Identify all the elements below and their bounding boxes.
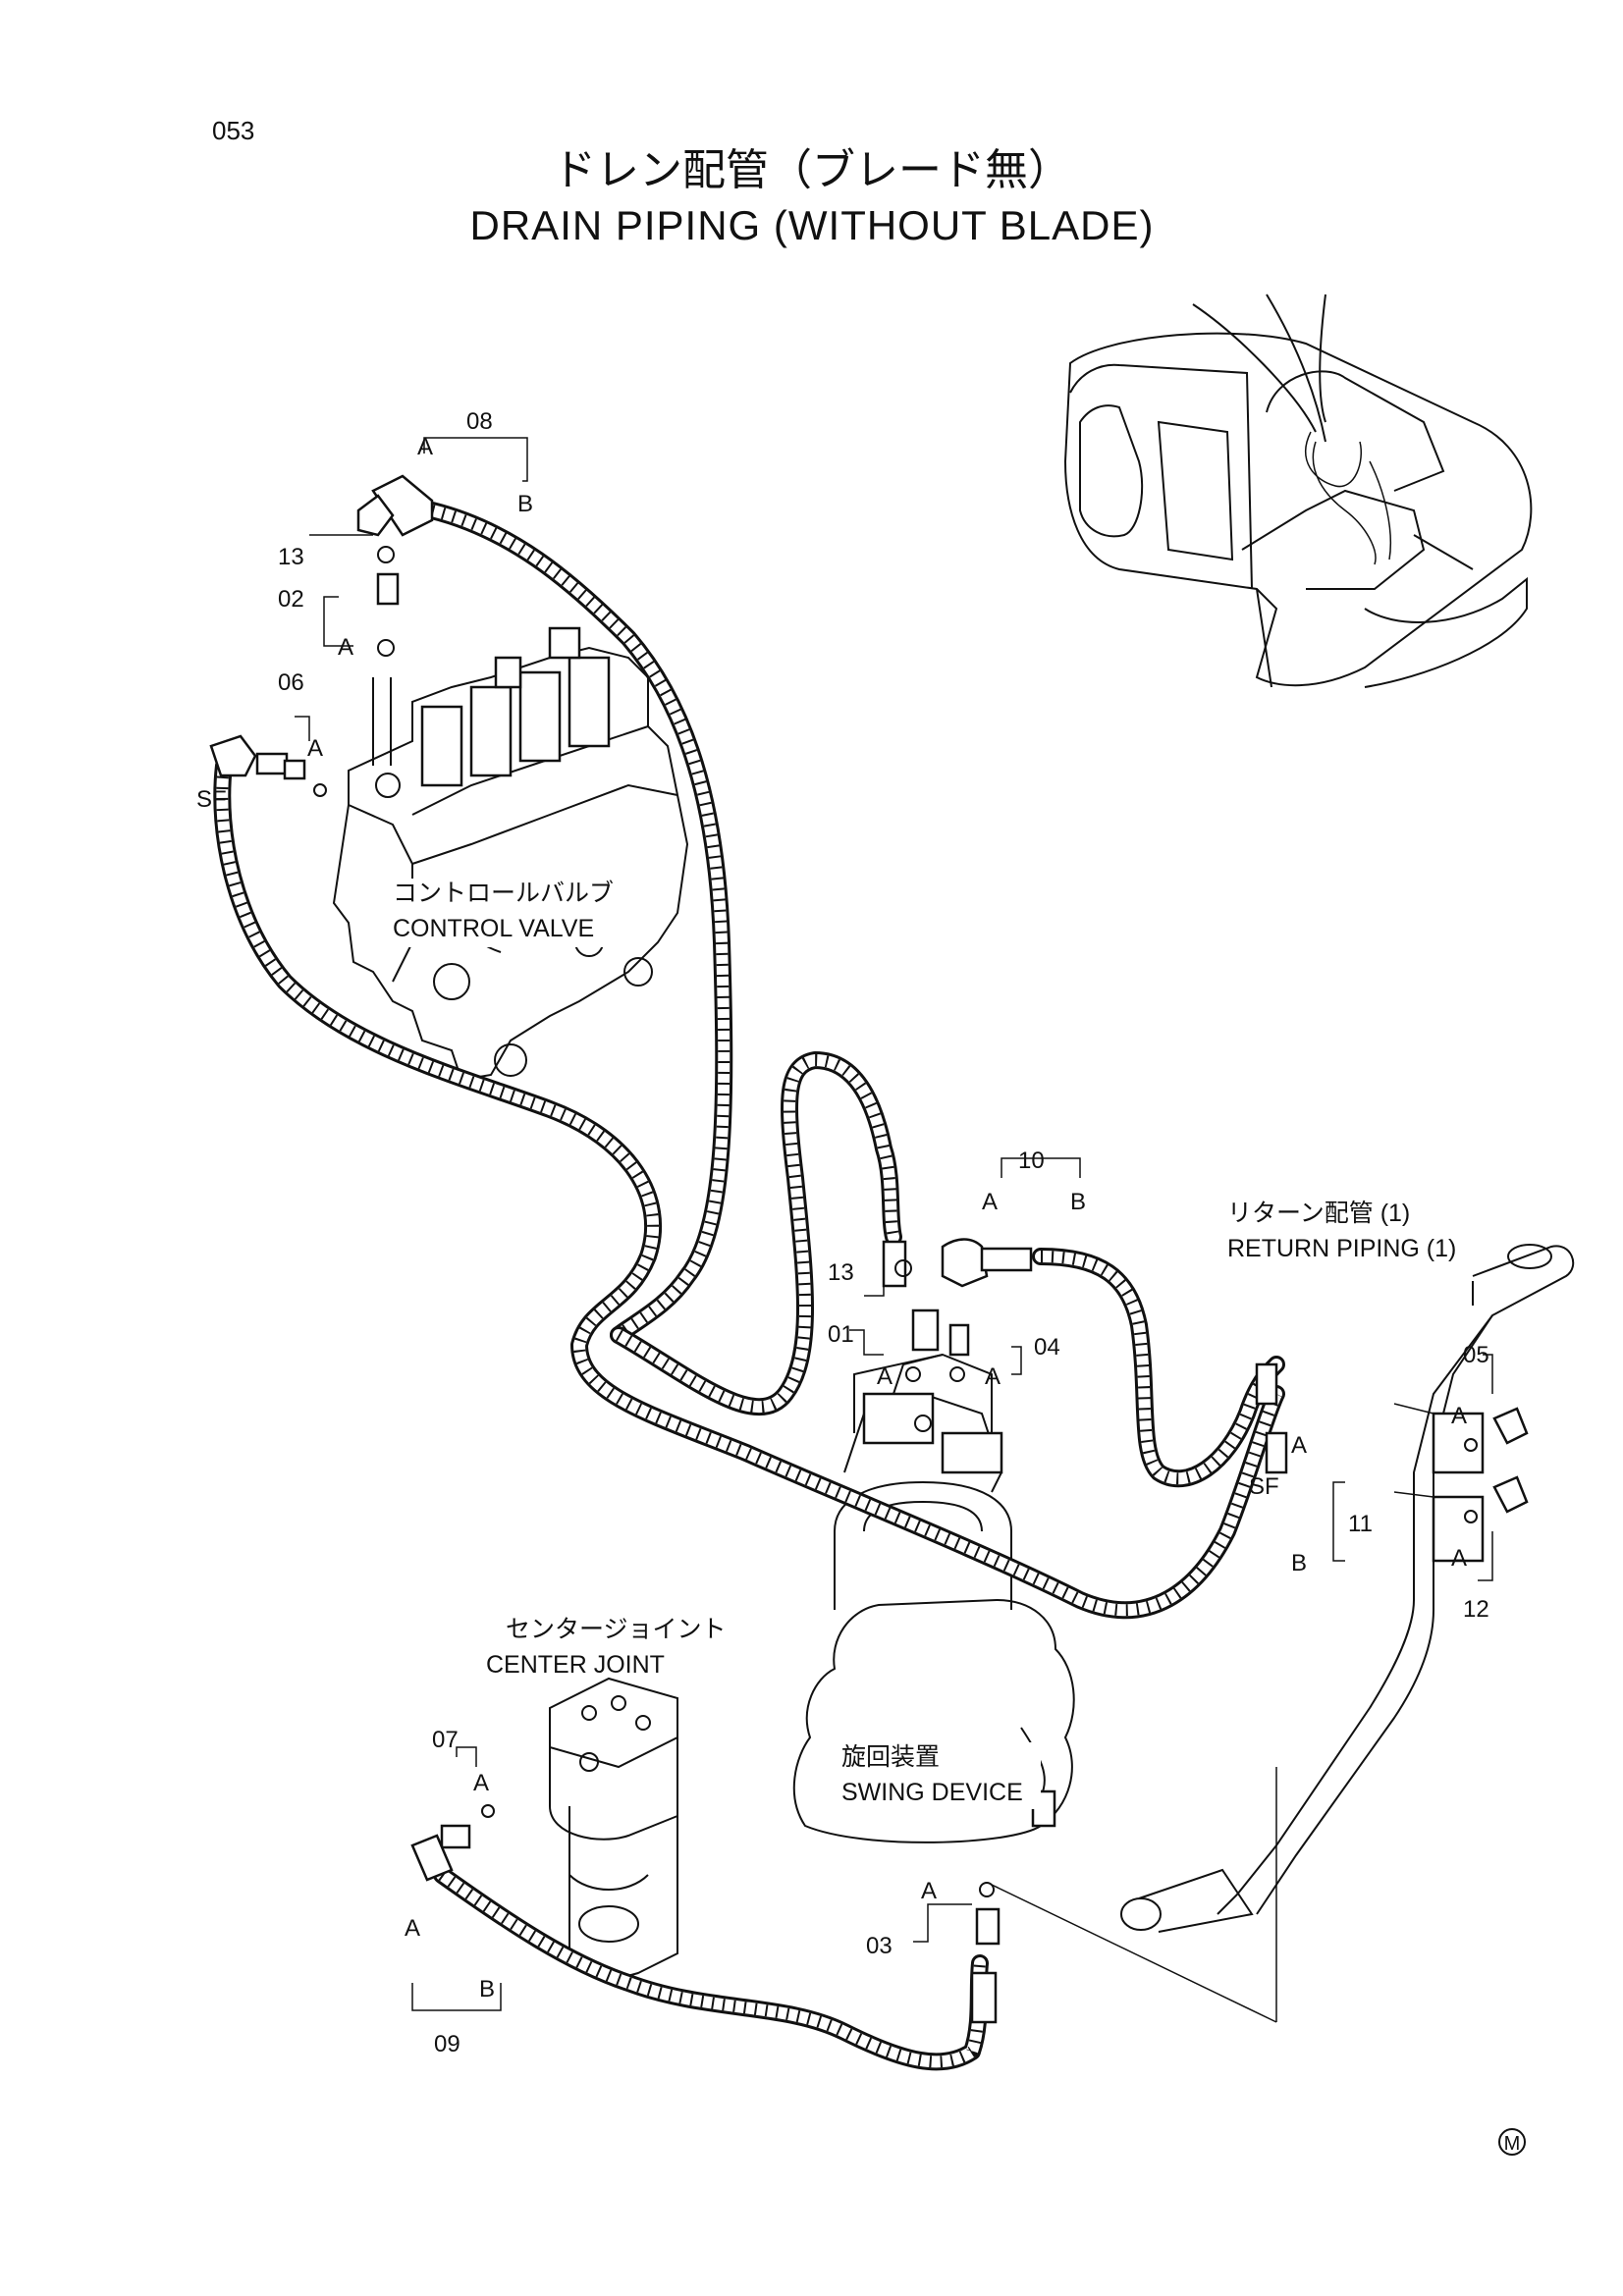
control-valve-label-jp: コントロールバルブ <box>393 880 614 907</box>
part-number-10: 10 <box>1018 1148 1045 1174</box>
center-joint-label-jp: センタージョイント <box>506 1616 727 1643</box>
swing-device-illustration <box>792 1353 1075 1843</box>
end-label-a-08: A <box>417 434 433 460</box>
mark-letter: M <box>1504 2133 1521 2155</box>
hoses <box>213 502 1285 2071</box>
swing-device-label-jp: 旋回装置 <box>841 1743 940 1771</box>
center-joint-label-en: CENTER JOINT <box>486 1651 665 1679</box>
end-label-a-03: A <box>921 1878 937 1904</box>
part-number-09: 09 <box>434 2031 460 2057</box>
part-number-07: 07 <box>432 1727 459 1753</box>
return-piping-label-jp: リターン配管 (1) <box>1227 1200 1410 1227</box>
end-label-b-11: B <box>1291 1550 1307 1576</box>
part-number-02: 02 <box>278 586 304 613</box>
end-label-a-05: A <box>1451 1403 1467 1429</box>
part-number-01: 01 <box>828 1321 854 1348</box>
end-label-b-10: B <box>1070 1189 1086 1215</box>
hose-09 <box>433 1866 989 2071</box>
part-number-12: 12 <box>1463 1596 1489 1623</box>
hose-10 <box>1032 1248 1285 1488</box>
end-label-b-09: B <box>479 1976 495 2002</box>
end-label-a-02: A <box>338 634 353 661</box>
circled-m-mark: M <box>1498 2128 1526 2156</box>
part-number-05: 05 <box>1463 1342 1489 1368</box>
part-number-06: 06 <box>278 669 304 696</box>
end-label-b-08: B <box>517 491 533 517</box>
title-english: DRAIN PIPING (WITHOUT BLADE) <box>470 202 1155 248</box>
end-label-a-04: A <box>985 1363 1001 1390</box>
end-label-a-10: A <box>982 1189 998 1215</box>
control-valve-label-en: CONTROL VALVE <box>393 915 594 942</box>
part-number-11: 11 <box>1348 1511 1373 1537</box>
part-number-13-top: 13 <box>278 544 304 570</box>
page-number: 053 <box>212 116 254 145</box>
end-label-a-11: A <box>1291 1432 1307 1459</box>
part-number-03: 03 <box>866 1933 893 1959</box>
swing-device-label-en: SWING DEVICE <box>841 1779 1023 1806</box>
end-label-a-01: A <box>877 1363 893 1390</box>
excavator-inset-illustration <box>1063 294 1533 688</box>
part-number-13-mid: 13 <box>828 1259 854 1286</box>
return-piping-label-en: RETURN PIPING (1) <box>1227 1235 1456 1262</box>
end-label-sf-11: SF <box>1249 1473 1279 1500</box>
center-joint-illustration <box>549 1677 678 1978</box>
control-valve-illustration <box>332 626 689 1082</box>
end-label-sf-06: SF <box>196 786 227 813</box>
hose-sf-control-valve <box>213 757 1285 1620</box>
end-label-a-12: A <box>1451 1545 1467 1572</box>
title-japanese: ドレン配管（ブレード無） <box>553 146 1071 194</box>
end-label-a-09: A <box>405 1915 420 1942</box>
fittings <box>209 474 1529 2024</box>
end-label-a-06: A <box>307 735 323 762</box>
callout-lines <box>295 437 1493 2023</box>
return-piping-illustration <box>1120 1244 1575 1933</box>
part-number-04: 04 <box>1034 1334 1060 1361</box>
end-label-a-07: A <box>473 1770 489 1796</box>
part-number-08: 08 <box>466 408 493 435</box>
